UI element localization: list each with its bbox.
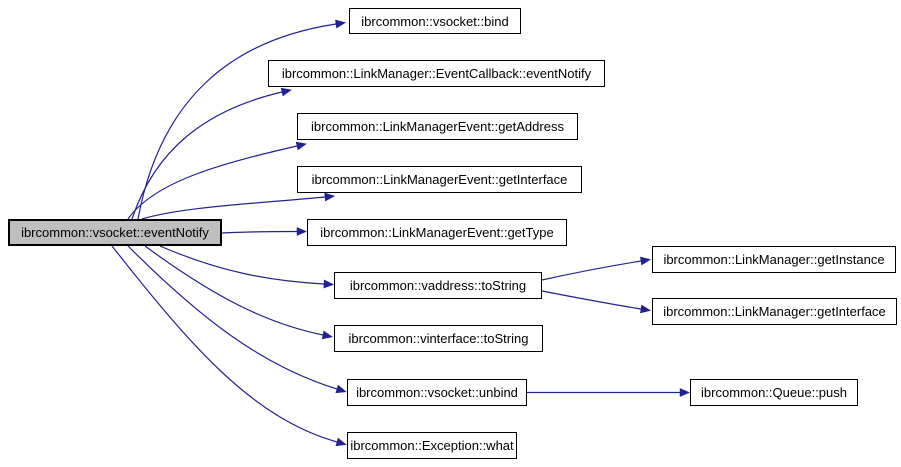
node-vinterface-tostring[interactable]: ibrcommon::vinterface::toString: [334, 325, 543, 352]
edge-eventnotify-to-what: [111, 245, 347, 447]
node-linkmanagerevent-getinterface[interactable]: ibrcommon::LinkManagerEvent::getInterfac…: [297, 166, 582, 193]
edge-eventnotify-to-bind: [137, 19, 347, 220]
node-linkmanager-getinstance[interactable]: ibrcommon::LinkManager::getInstance: [652, 246, 896, 273]
node-vsocket-unbind[interactable]: ibrcommon::vsocket::unbind: [347, 379, 527, 406]
node-vsocket-eventnotify[interactable]: ibrcommon::vsocket::eventNotify: [8, 219, 222, 246]
edge-eventnotify-to-vinterface-tostring: [144, 245, 333, 340]
edge-eventnotify-to-lme-getaddress: [127, 141, 307, 220]
node-vsocket-bind[interactable]: ibrcommon::vsocket::bind: [349, 8, 521, 34]
node-linkmanagerevent-gettype[interactable]: ibrcommon::LinkManagerEvent::getType: [307, 219, 567, 246]
edge-eventnotify-to-eventcallback-eventnotify: [131, 87, 292, 220]
node-linkmanager-getinterface[interactable]: ibrcommon::LinkManager::getInterface: [652, 298, 897, 325]
edge-eventnotify-to-vaddress-tostring: [159, 245, 335, 289]
edge-eventnotify-to-lme-gettype: [221, 227, 308, 236]
edge-vaddress-tostring-to-lm-getinterface: [541, 290, 652, 314]
node-vaddress-tostring[interactable]: ibrcommon::vaddress::toString: [334, 272, 542, 299]
node-exception-what[interactable]: ibrcommon::Exception::what: [347, 432, 517, 459]
edge-vaddress-tostring-to-lm-getinstance: [541, 256, 652, 281]
node-queue-push[interactable]: ibrcommon::Queue::push: [690, 379, 858, 406]
node-eventcallback-eventnotify[interactable]: ibrcommon::LinkManager::EventCallback::e…: [268, 60, 605, 87]
node-linkmanagerevent-getaddress[interactable]: ibrcommon::LinkManagerEvent::getAddress: [297, 113, 578, 140]
edge-eventnotify-to-unbind: [127, 245, 347, 394]
edge-eventnotify-to-lme-getinterface: [141, 192, 336, 220]
